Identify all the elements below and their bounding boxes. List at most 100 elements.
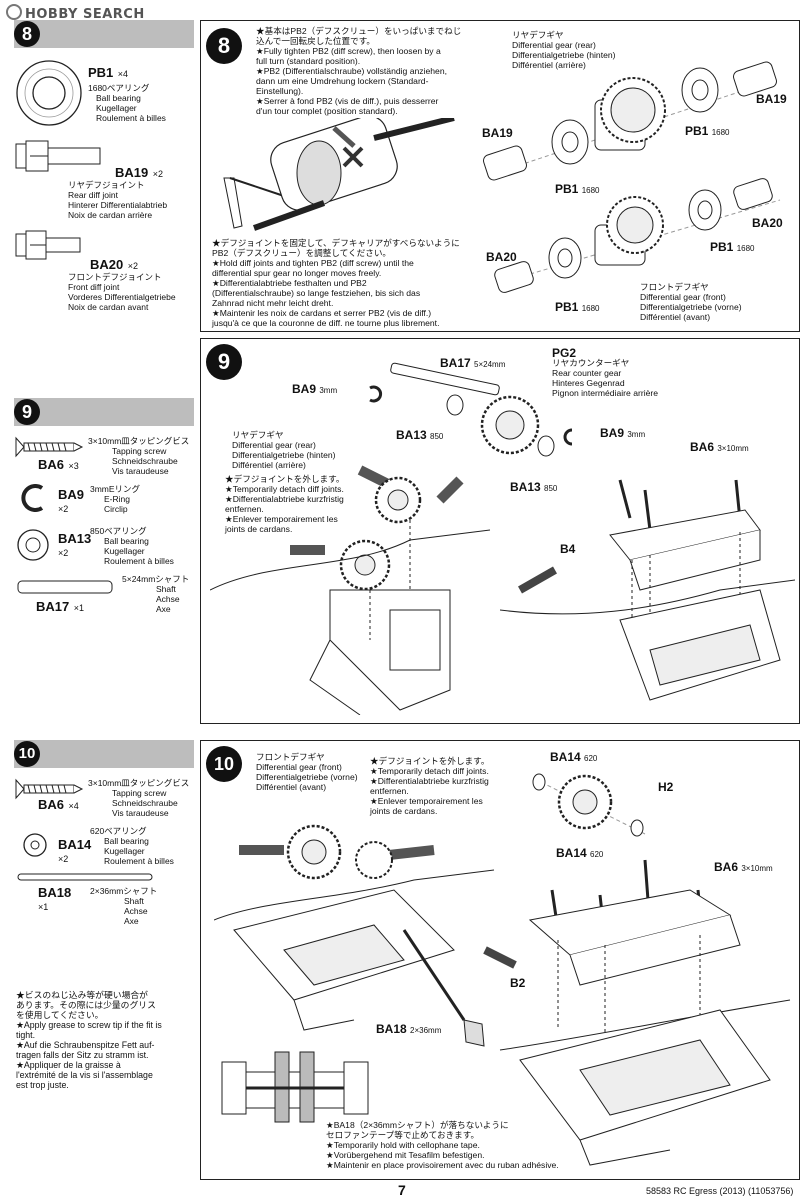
rear-diff-gear-caption: リヤデフギヤ Differential gear (rear) Differen… bbox=[512, 30, 616, 70]
front-diff-exploded-drawing bbox=[494, 178, 781, 293]
caption-line: Differential gear (rear) bbox=[232, 440, 316, 450]
note-line: tragen falls der Sitz zu stramm ist. bbox=[16, 1050, 149, 1060]
part-desc-fr: Vis taraudeuse bbox=[112, 466, 169, 476]
note-line: entfernen. bbox=[225, 504, 264, 514]
caption-line: Differentialgetriebe (vorne) bbox=[256, 772, 358, 782]
step9-parts-bar bbox=[14, 398, 194, 426]
step9-chassis-drawing bbox=[210, 465, 491, 715]
caption-line: Differential gear (front) bbox=[640, 292, 726, 302]
note-line: ★ビスのねじ込み等が硬い場合が bbox=[16, 990, 148, 1000]
step8-note-diff-screw: ★基本はPB2（デフスクリュー）をいっぱいまでねじ 込んで一回転戻した位置です。… bbox=[256, 26, 466, 116]
caption-line: Differentialgetriebe (hinten) bbox=[232, 450, 336, 460]
part-ba19-label: BA19 ×2 bbox=[115, 164, 163, 182]
caption-line: リヤデフギヤ bbox=[512, 30, 564, 40]
part-qty: ×2 bbox=[127, 261, 138, 271]
note-line: あります。その際には少量のグリス bbox=[16, 1000, 156, 1010]
label-size: 5×24mm bbox=[474, 360, 506, 369]
label-code: PB1 bbox=[710, 240, 734, 254]
caption-line: フロントデフギヤ bbox=[256, 752, 325, 762]
label-code: BA13 bbox=[510, 480, 541, 494]
label-code: BA9 bbox=[292, 382, 317, 396]
caption-line: Différentiel (avant) bbox=[640, 312, 711, 322]
part-qty: ×4 bbox=[117, 69, 129, 79]
kit-reference: 58583 RC Egress (2013) (11053756) bbox=[646, 1186, 794, 1196]
note-line: entfernen. bbox=[370, 786, 409, 796]
part-desc-fr: Roulement à billes bbox=[96, 113, 166, 123]
step9-rear-gear-caption: リヤデフギヤ Differential gear (rear) Differen… bbox=[232, 430, 336, 470]
caption-code: PG2 bbox=[552, 346, 577, 360]
part-desc-ja: 3mmEリング bbox=[90, 484, 141, 494]
note-line: ★Temporarily hold with cellophane tape. bbox=[326, 1140, 480, 1150]
part-desc-de: Achse bbox=[124, 906, 148, 916]
part-desc-de: Schneidschraube bbox=[112, 456, 178, 466]
caption-line: Differentialgetriebe (hinten) bbox=[512, 50, 616, 60]
tape-note: ★BA18（2×36mmシャフト）が落ちないように セロファンテープ等で止めてお… bbox=[326, 1120, 559, 1170]
e-ring-ba9-drawing bbox=[21, 484, 44, 512]
note-line: ★Apply grease to screw tip if the fit is bbox=[16, 1020, 162, 1030]
caption-line: Differentialgetriebe (vorne) bbox=[640, 302, 742, 312]
caption-line: Différentiel (arrière) bbox=[232, 460, 306, 470]
part-qty: ×2 bbox=[58, 548, 69, 558]
part-desc-ja: 3×10mm皿タッピングビス bbox=[88, 436, 190, 446]
label-ba14-bottom: BA14 620 bbox=[556, 846, 603, 860]
part-desc-de: Kugellager bbox=[96, 103, 137, 113]
shaft-ba18-drawing bbox=[17, 873, 153, 881]
part-desc-fr: Roulement à billes bbox=[104, 856, 174, 866]
label-size: 1680 bbox=[711, 128, 730, 137]
step10-b2-cover-drawing bbox=[483, 859, 791, 1166]
tape-piece-icon bbox=[463, 1019, 485, 1047]
note-line: ★Fully tighten PB2 (diff screw), then lo… bbox=[256, 46, 441, 56]
note-line: ★Enlever temporairement les bbox=[225, 514, 338, 524]
label-b4: B4 bbox=[560, 542, 576, 556]
step10-chassis-drawing bbox=[214, 824, 495, 1031]
part-desc-ja: 2×36mmシャフト bbox=[90, 886, 158, 896]
shaft-ba17-drawing bbox=[17, 580, 113, 594]
part-desc-de: Circlip bbox=[104, 504, 128, 514]
label-size: 850 bbox=[430, 432, 444, 441]
tapping-screw-ba6-step10-drawing bbox=[15, 778, 84, 800]
part-ba6-step9-code: BA6 ×3 bbox=[38, 456, 79, 474]
part-qty: ×2 bbox=[58, 504, 69, 514]
note-line: ★Vorübergehend mit Tesafilm befestigen. bbox=[326, 1150, 485, 1160]
logo-text: HOBBY SEARCH bbox=[25, 7, 145, 22]
part-ba20-label: BA20 ×2 bbox=[90, 256, 138, 274]
part-ba9-code: BA9×2 bbox=[58, 486, 84, 514]
label-size: 620 bbox=[590, 850, 604, 859]
part-ba17-desc: 5×24mmシャフト Shaft Achse Axe bbox=[122, 574, 189, 614]
part-ba14-code: BA14×2 bbox=[58, 836, 91, 864]
step8-note-hold-joints: ★デフジョイントを固定して、デフキャリアがすべらないように PB2（デフスクリュ… bbox=[212, 238, 472, 328]
note-line: Zahnrad nicht mehr leicht dreht. bbox=[212, 298, 334, 308]
label-ba13-right: BA13 850 bbox=[510, 480, 557, 494]
part-qty: ×1 bbox=[73, 603, 84, 613]
label-ba9-right: BA9 3mm bbox=[600, 426, 645, 440]
part-desc-fr: Noix de cardan arrière bbox=[68, 210, 153, 220]
part-ba18-desc: 2×36mmシャフト Shaft Achse Axe bbox=[90, 886, 157, 926]
part-desc-ja: 3×10mm皿タッピングビス bbox=[88, 778, 190, 788]
rear-diff-exploded-drawing bbox=[483, 61, 777, 181]
part-desc-de: Hinterer Differentialabtrieb bbox=[68, 200, 168, 210]
note-line: ★Temporarily detach diff joints. bbox=[370, 766, 489, 776]
label-ba20-right: BA20 bbox=[752, 216, 783, 230]
part-qty: ×3 bbox=[68, 461, 79, 471]
label-code: BA9 bbox=[600, 426, 625, 440]
label-ba17: BA17 5×24mm bbox=[440, 356, 505, 370]
part-ba6-step9-desc: 3×10mm皿タッピングビス Tapping screw Schneidschr… bbox=[88, 436, 189, 476]
part-ba19-desc: リヤデフジョイント Rear diff joint Hinterer Diffe… bbox=[68, 180, 167, 220]
part-desc-fr: Noix de cardan avant bbox=[68, 302, 149, 312]
label-code: BA17 bbox=[440, 356, 471, 370]
part-desc-en: Front diff joint bbox=[68, 282, 120, 292]
counter-gear-exploded-drawing bbox=[369, 362, 573, 457]
label-size: 3mm bbox=[319, 386, 338, 395]
label-ba19-left: BA19 bbox=[482, 126, 513, 140]
step10-detach-note: ★デフジョイントを外します。 ★Temporarily detach diff … bbox=[370, 756, 489, 816]
note-line: ★BA18（2×36mmシャフト）が落ちないように bbox=[326, 1120, 509, 1130]
label-size: 3×10mm bbox=[717, 444, 749, 453]
caption-line: Hinteres Gegenrad bbox=[552, 378, 625, 388]
front-diff-joint-drawing bbox=[15, 230, 81, 260]
diff-tightening-drawing bbox=[223, 118, 455, 231]
part-desc-de: Kugellager bbox=[104, 546, 145, 556]
bearing-ba14-drawing bbox=[23, 833, 47, 857]
part-desc-en: Tapping screw bbox=[112, 788, 167, 798]
part-ba9-desc: 3mmEリング E-Ring Circlip bbox=[90, 484, 140, 514]
part-pb1-label: PB1 ×4 1680ベアリング Ball bearing Kugellager… bbox=[88, 64, 166, 123]
